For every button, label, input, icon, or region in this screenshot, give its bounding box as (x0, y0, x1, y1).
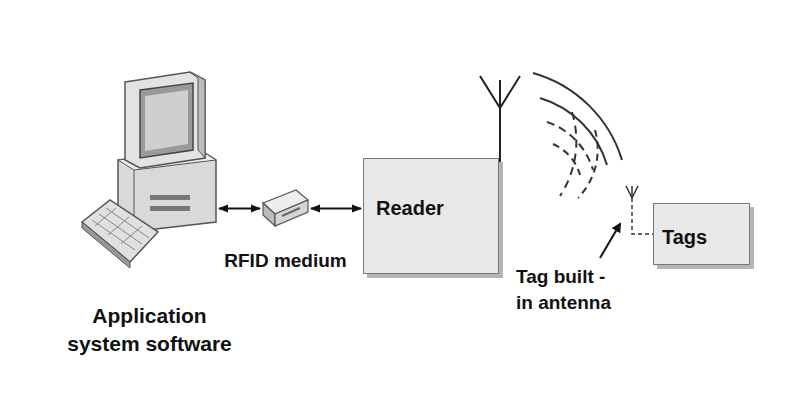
double-arrow (311, 208, 361, 210)
radio-waves (533, 73, 622, 198)
double-arrow (219, 208, 260, 210)
medium-node: RFID medium (262, 190, 309, 227)
callout-label: Tag built -in antenna (516, 264, 621, 315)
node-label: Reader (376, 195, 498, 222)
node-label: Application system software (60, 302, 240, 359)
medium-device (263, 190, 308, 226)
tag-box: Tags (653, 203, 750, 265)
leader-arrow (600, 224, 620, 258)
node-label: Tags (662, 224, 749, 251)
tag-antenna (626, 186, 653, 234)
computer-node: Application system software (82, 72, 217, 268)
node-label: RFID medium (224, 248, 346, 274)
reader-box: Reader (363, 158, 499, 274)
computer-illustration (82, 72, 216, 268)
